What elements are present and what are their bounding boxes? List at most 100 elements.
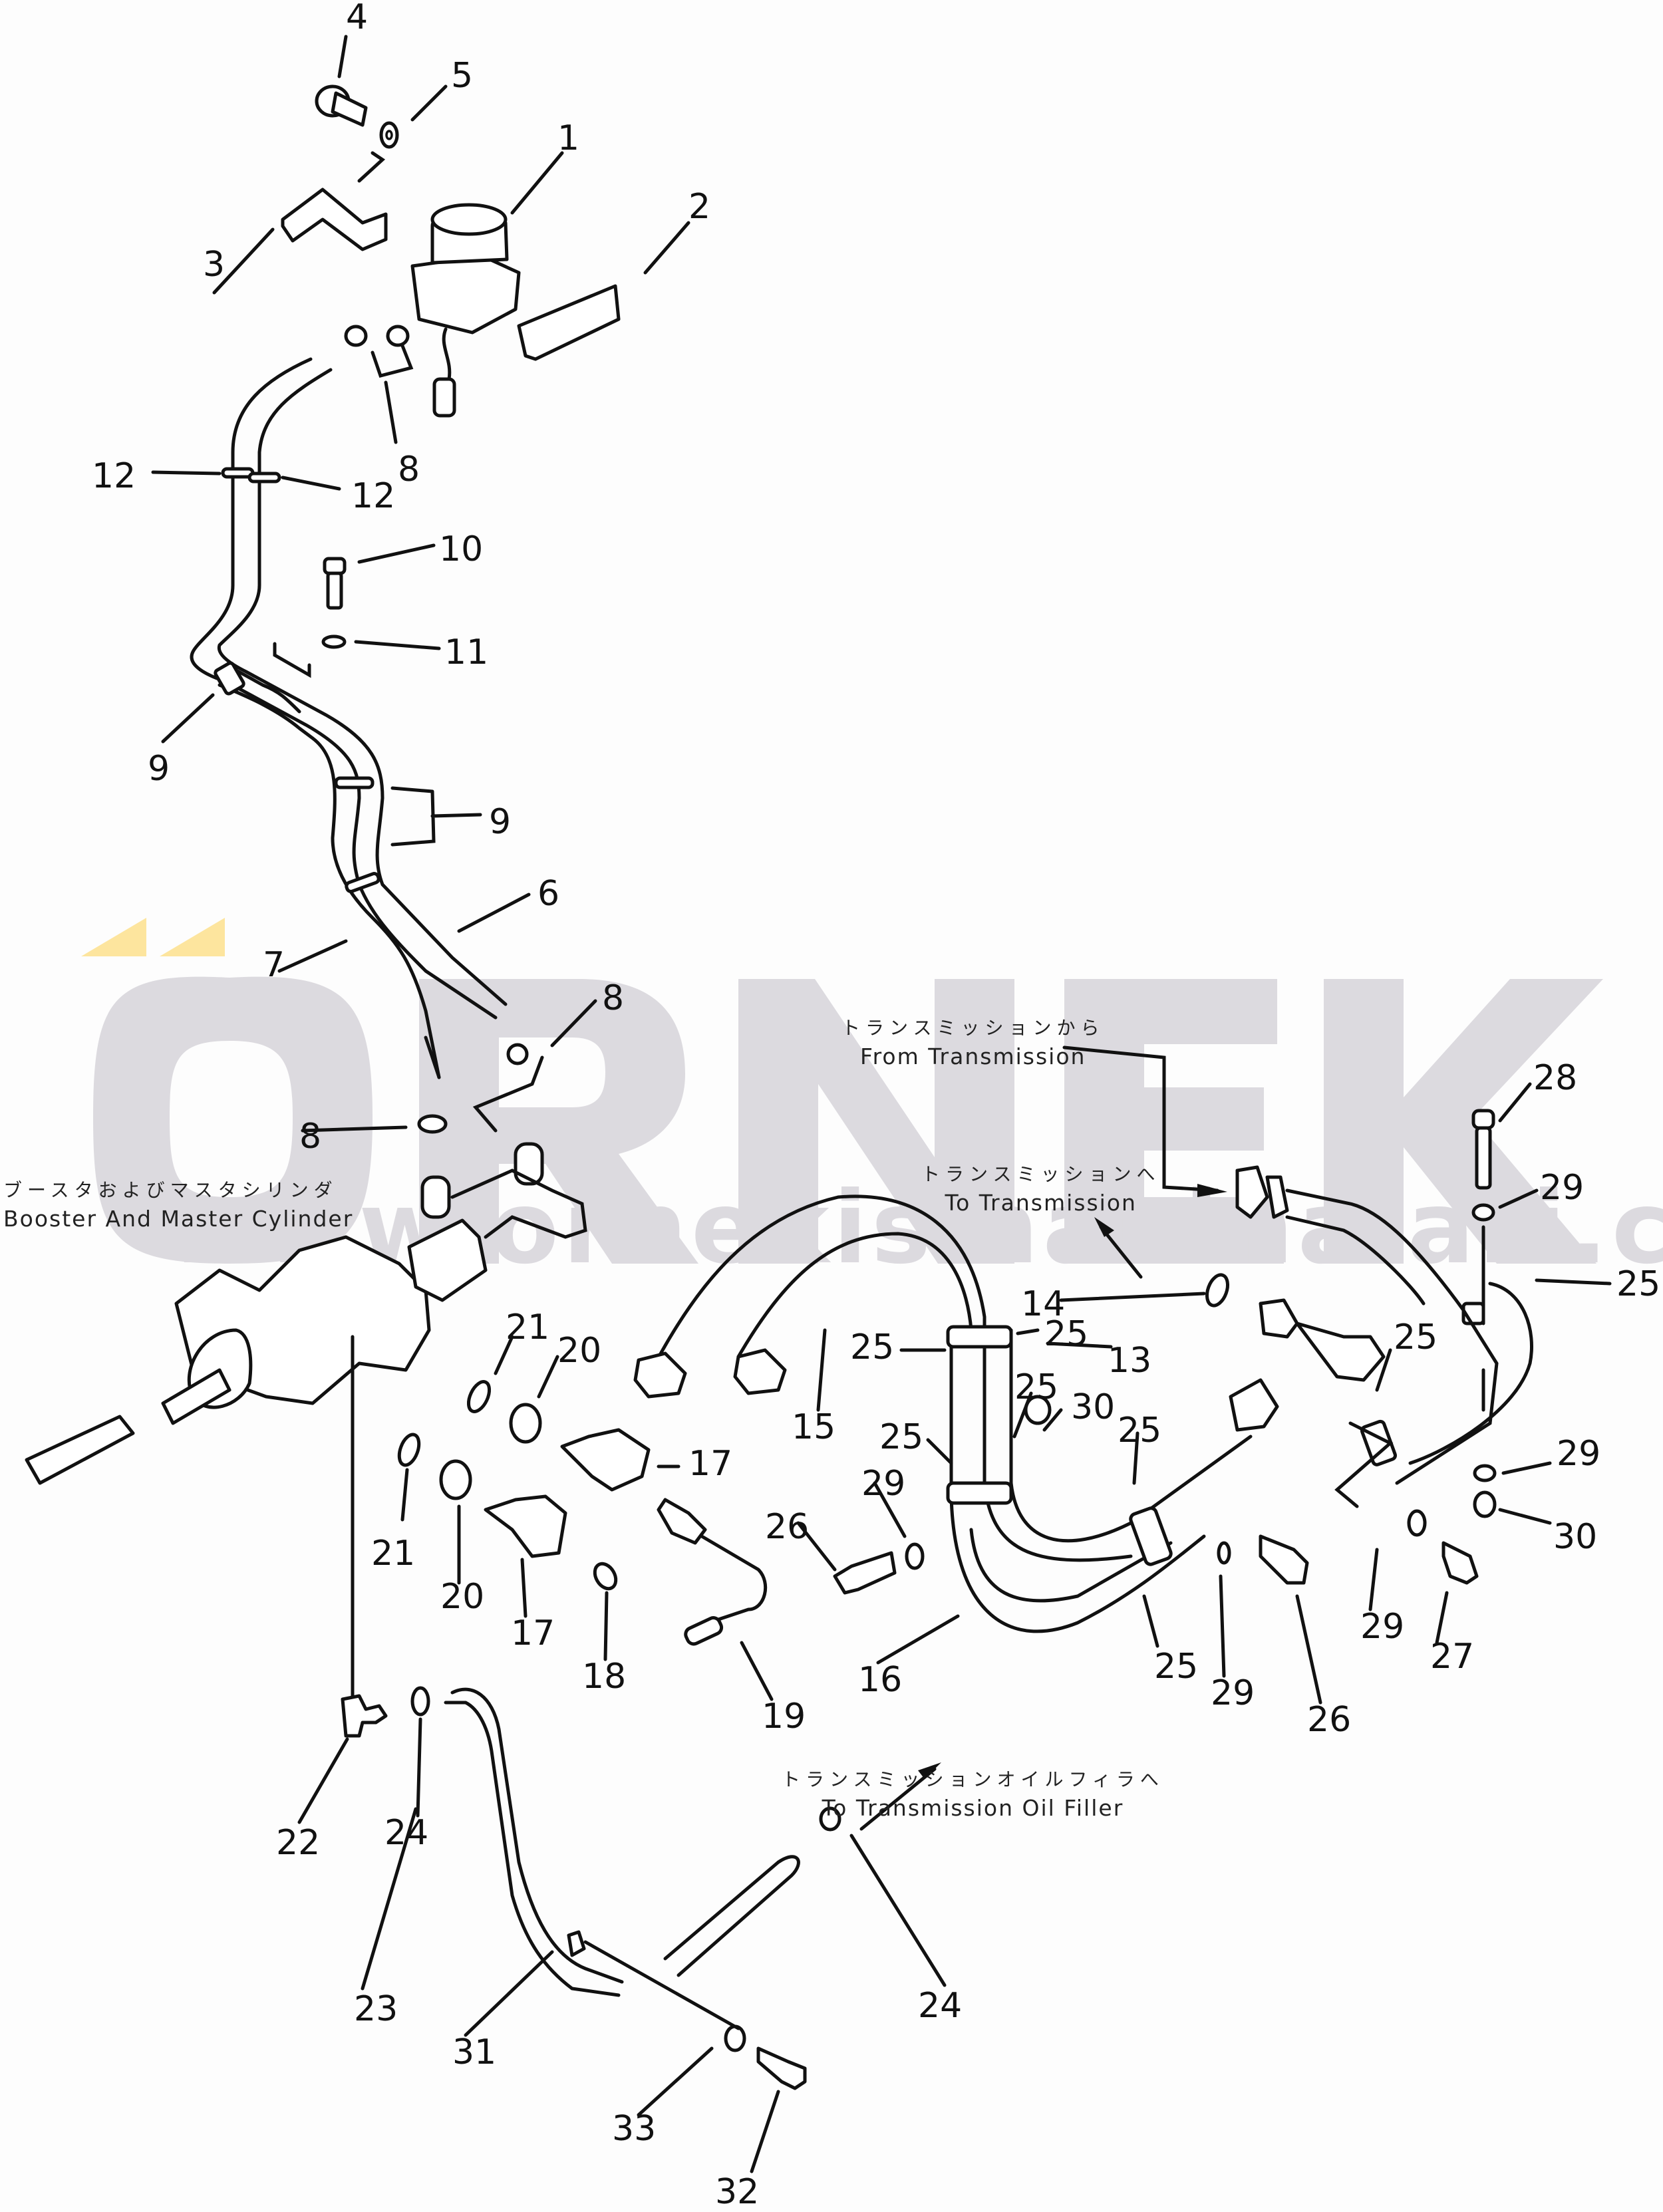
bolt-icon-part-32	[756, 2046, 807, 2090]
hose-fitting-icon-part-16-end	[1229, 1378, 1279, 1432]
callout-part-19[interactable]: 19	[762, 1697, 806, 1736]
callout-part-6[interactable]: 6	[537, 874, 560, 914]
callout-part-27[interactable]: 27	[1430, 1637, 1475, 1677]
hose-clamp-icon-part-24-a	[410, 1686, 430, 1717]
callout-part-13[interactable]: 13	[1108, 1341, 1152, 1381]
hose-icon-part-16	[949, 1328, 1253, 1633]
callout-part-17-lower[interactable]: 17	[511, 1613, 555, 1653]
hose-clamp-icon-part-25-group	[946, 1302, 1485, 1566]
sensor-switch-icon-part-19	[657, 1498, 768, 1646]
o-ring-icon-part-14	[1205, 1273, 1230, 1308]
washer-icon-part-29-e	[1473, 1464, 1497, 1482]
annotation-booster-en: Booster And Master Cylinder	[3, 1206, 354, 1232]
annotation-from-transmission: トランスミッションから From Transmission	[841, 1019, 1104, 1069]
callout-part-15[interactable]: 15	[792, 1407, 836, 1447]
callout-part-4[interactable]: 4	[346, 0, 369, 37]
bolt-icon-part-26-a	[833, 1551, 897, 1595]
callout-part-14[interactable]: 14	[1021, 1284, 1066, 1324]
elbow-fitting-icon-part-17-upper	[560, 1428, 651, 1492]
elbow-fitting-icon-part-17-lower	[484, 1494, 567, 1558]
callout-part-30-a[interactable]: 30	[1071, 1387, 1116, 1427]
annotation-to-oil-filler: トランスミッションオイルフィラへ To Transmission Oil Fil…	[782, 1768, 1164, 1821]
callout-part-25-g[interactable]: 25	[1616, 1264, 1661, 1304]
callout-part-9-left[interactable]: 9	[148, 749, 170, 789]
plug-icon-part-18	[593, 1562, 618, 1591]
callout-part-2[interactable]: 2	[688, 187, 711, 227]
bolt-icon-part-26-b	[1259, 1534, 1309, 1585]
callout-part-12-right[interactable]: 12	[351, 476, 396, 516]
callout-part-31[interactable]: 31	[452, 2032, 497, 2072]
callout-part-29-b[interactable]: 29	[861, 1464, 906, 1504]
callout-part-20-upper[interactable]: 20	[557, 1331, 602, 1371]
washer-icon-part-11	[321, 634, 347, 649]
callout-part-7[interactable]: 7	[263, 945, 285, 985]
brake-fluid-reservoir-icon-part-1	[410, 203, 521, 418]
annotation-booster-jp: ブースタおよびマスタシリンダ	[3, 1179, 338, 1201]
nut-icon-part-20-lower	[439, 1459, 472, 1500]
callout-part-25-b[interactable]: 25	[1044, 1314, 1089, 1354]
callout-part-25-d[interactable]: 25	[879, 1417, 924, 1457]
breather-hose-icon-part-23	[444, 1687, 800, 1997]
callout-part-1[interactable]: 1	[557, 118, 580, 158]
bracket-icon-part-3	[281, 188, 388, 251]
callout-part-17-upper[interactable]: 17	[688, 1444, 733, 1484]
washer-icon-part-5	[379, 121, 399, 149]
callout-part-26-a[interactable]: 26	[765, 1507, 810, 1547]
callout-part-29-a[interactable]: 29	[1540, 1168, 1585, 1208]
callout-part-12-left[interactable]: 12	[92, 456, 136, 496]
callout-part-3[interactable]: 3	[203, 245, 226, 285]
hose-clamp-icon-part-8-top	[344, 325, 414, 378]
washer-icon-part-29-b	[905, 1542, 925, 1570]
callout-part-11[interactable]: 11	[444, 632, 489, 672]
callout-part-8-low[interactable]: 8	[299, 1117, 322, 1157]
callout-part-25-h[interactable]: 25	[1154, 1647, 1199, 1687]
callout-part-25-a[interactable]: 25	[850, 1327, 895, 1367]
callout-part-18[interactable]: 18	[582, 1657, 627, 1697]
washer-icon-part-29-d	[1407, 1509, 1427, 1537]
nut-icon-part-20-upper	[509, 1403, 542, 1444]
o-ring-icon-part-21-upper	[466, 1380, 492, 1413]
callout-part-9-right[interactable]: 9	[489, 802, 512, 842]
callout-part-32[interactable]: 32	[715, 2172, 760, 2212]
arrow-to-oil-filler	[859, 1767, 937, 1831]
hose-clamp-icon-part-8-mid	[506, 1043, 529, 1065]
callout-part-22[interactable]: 22	[276, 1823, 321, 1863]
callout-part-25-f[interactable]: 25	[1394, 1317, 1438, 1357]
arrow-to-transmission	[1099, 1225, 1143, 1279]
callout-part-30-b[interactable]: 30	[1553, 1517, 1598, 1557]
callout-part-25-e[interactable]: 25	[1118, 1411, 1162, 1451]
callout-part-8-mid[interactable]: 8	[602, 978, 625, 1018]
bolt-icon-part-10	[323, 557, 347, 610]
annotation-from-transmission-en: From Transmission	[860, 1043, 1086, 1069]
callout-part-24-left[interactable]: 24	[384, 1813, 429, 1853]
annotation-to-oil-filler-en: To Transmission Oil Filler	[822, 1795, 1124, 1821]
washer-icon-part-33	[724, 2024, 746, 2052]
callout-part-24-right[interactable]: 24	[918, 1986, 963, 2026]
arrow-from-transmission	[1062, 1045, 1219, 1192]
brake-pipe-icon-parts-6-7-12	[190, 357, 508, 1079]
callout-part-28[interactable]: 28	[1533, 1058, 1578, 1098]
callout-part-23[interactable]: 23	[354, 1989, 398, 2029]
callout-part-20-lower[interactable]: 20	[440, 1577, 485, 1617]
callout-part-21-upper[interactable]: 21	[506, 1308, 550, 1347]
bolt-icon-part-4	[315, 84, 368, 127]
annotation-to-oil-filler-jp: トランスミッションオイルフィラへ	[782, 1768, 1164, 1790]
callout-part-29-d[interactable]: 29	[1360, 1607, 1405, 1647]
callout-part-16[interactable]: 16	[858, 1660, 903, 1700]
callout-part-26-b[interactable]: 26	[1307, 1700, 1352, 1740]
booster-master-cylinder-icon	[25, 1142, 587, 1485]
callout-part-5[interactable]: 5	[451, 56, 474, 96]
callout-part-25-c[interactable]: 25	[1014, 1367, 1059, 1407]
hose-clamp-icon-part-24-b	[819, 1806, 841, 1832]
callout-part-29-e[interactable]: 29	[1557, 1434, 1601, 1474]
annotation-to-transmission: トランスミッションへ To Transmission	[921, 1165, 1160, 1214]
callout-part-29-c[interactable]: 29	[1211, 1673, 1255, 1713]
bolt-icon-part-28	[1471, 1109, 1495, 1190]
callout-part-21-lower[interactable]: 21	[371, 1534, 416, 1574]
callout-part-8-top[interactable]: 8	[398, 450, 420, 489]
callout-part-10[interactable]: 10	[439, 529, 484, 569]
o-ring-icon-part-21-lower	[397, 1433, 421, 1467]
callout-part-33[interactable]: 33	[612, 2109, 657, 2149]
annotation-to-transmission-jp: トランスミッションへ	[921, 1163, 1161, 1185]
